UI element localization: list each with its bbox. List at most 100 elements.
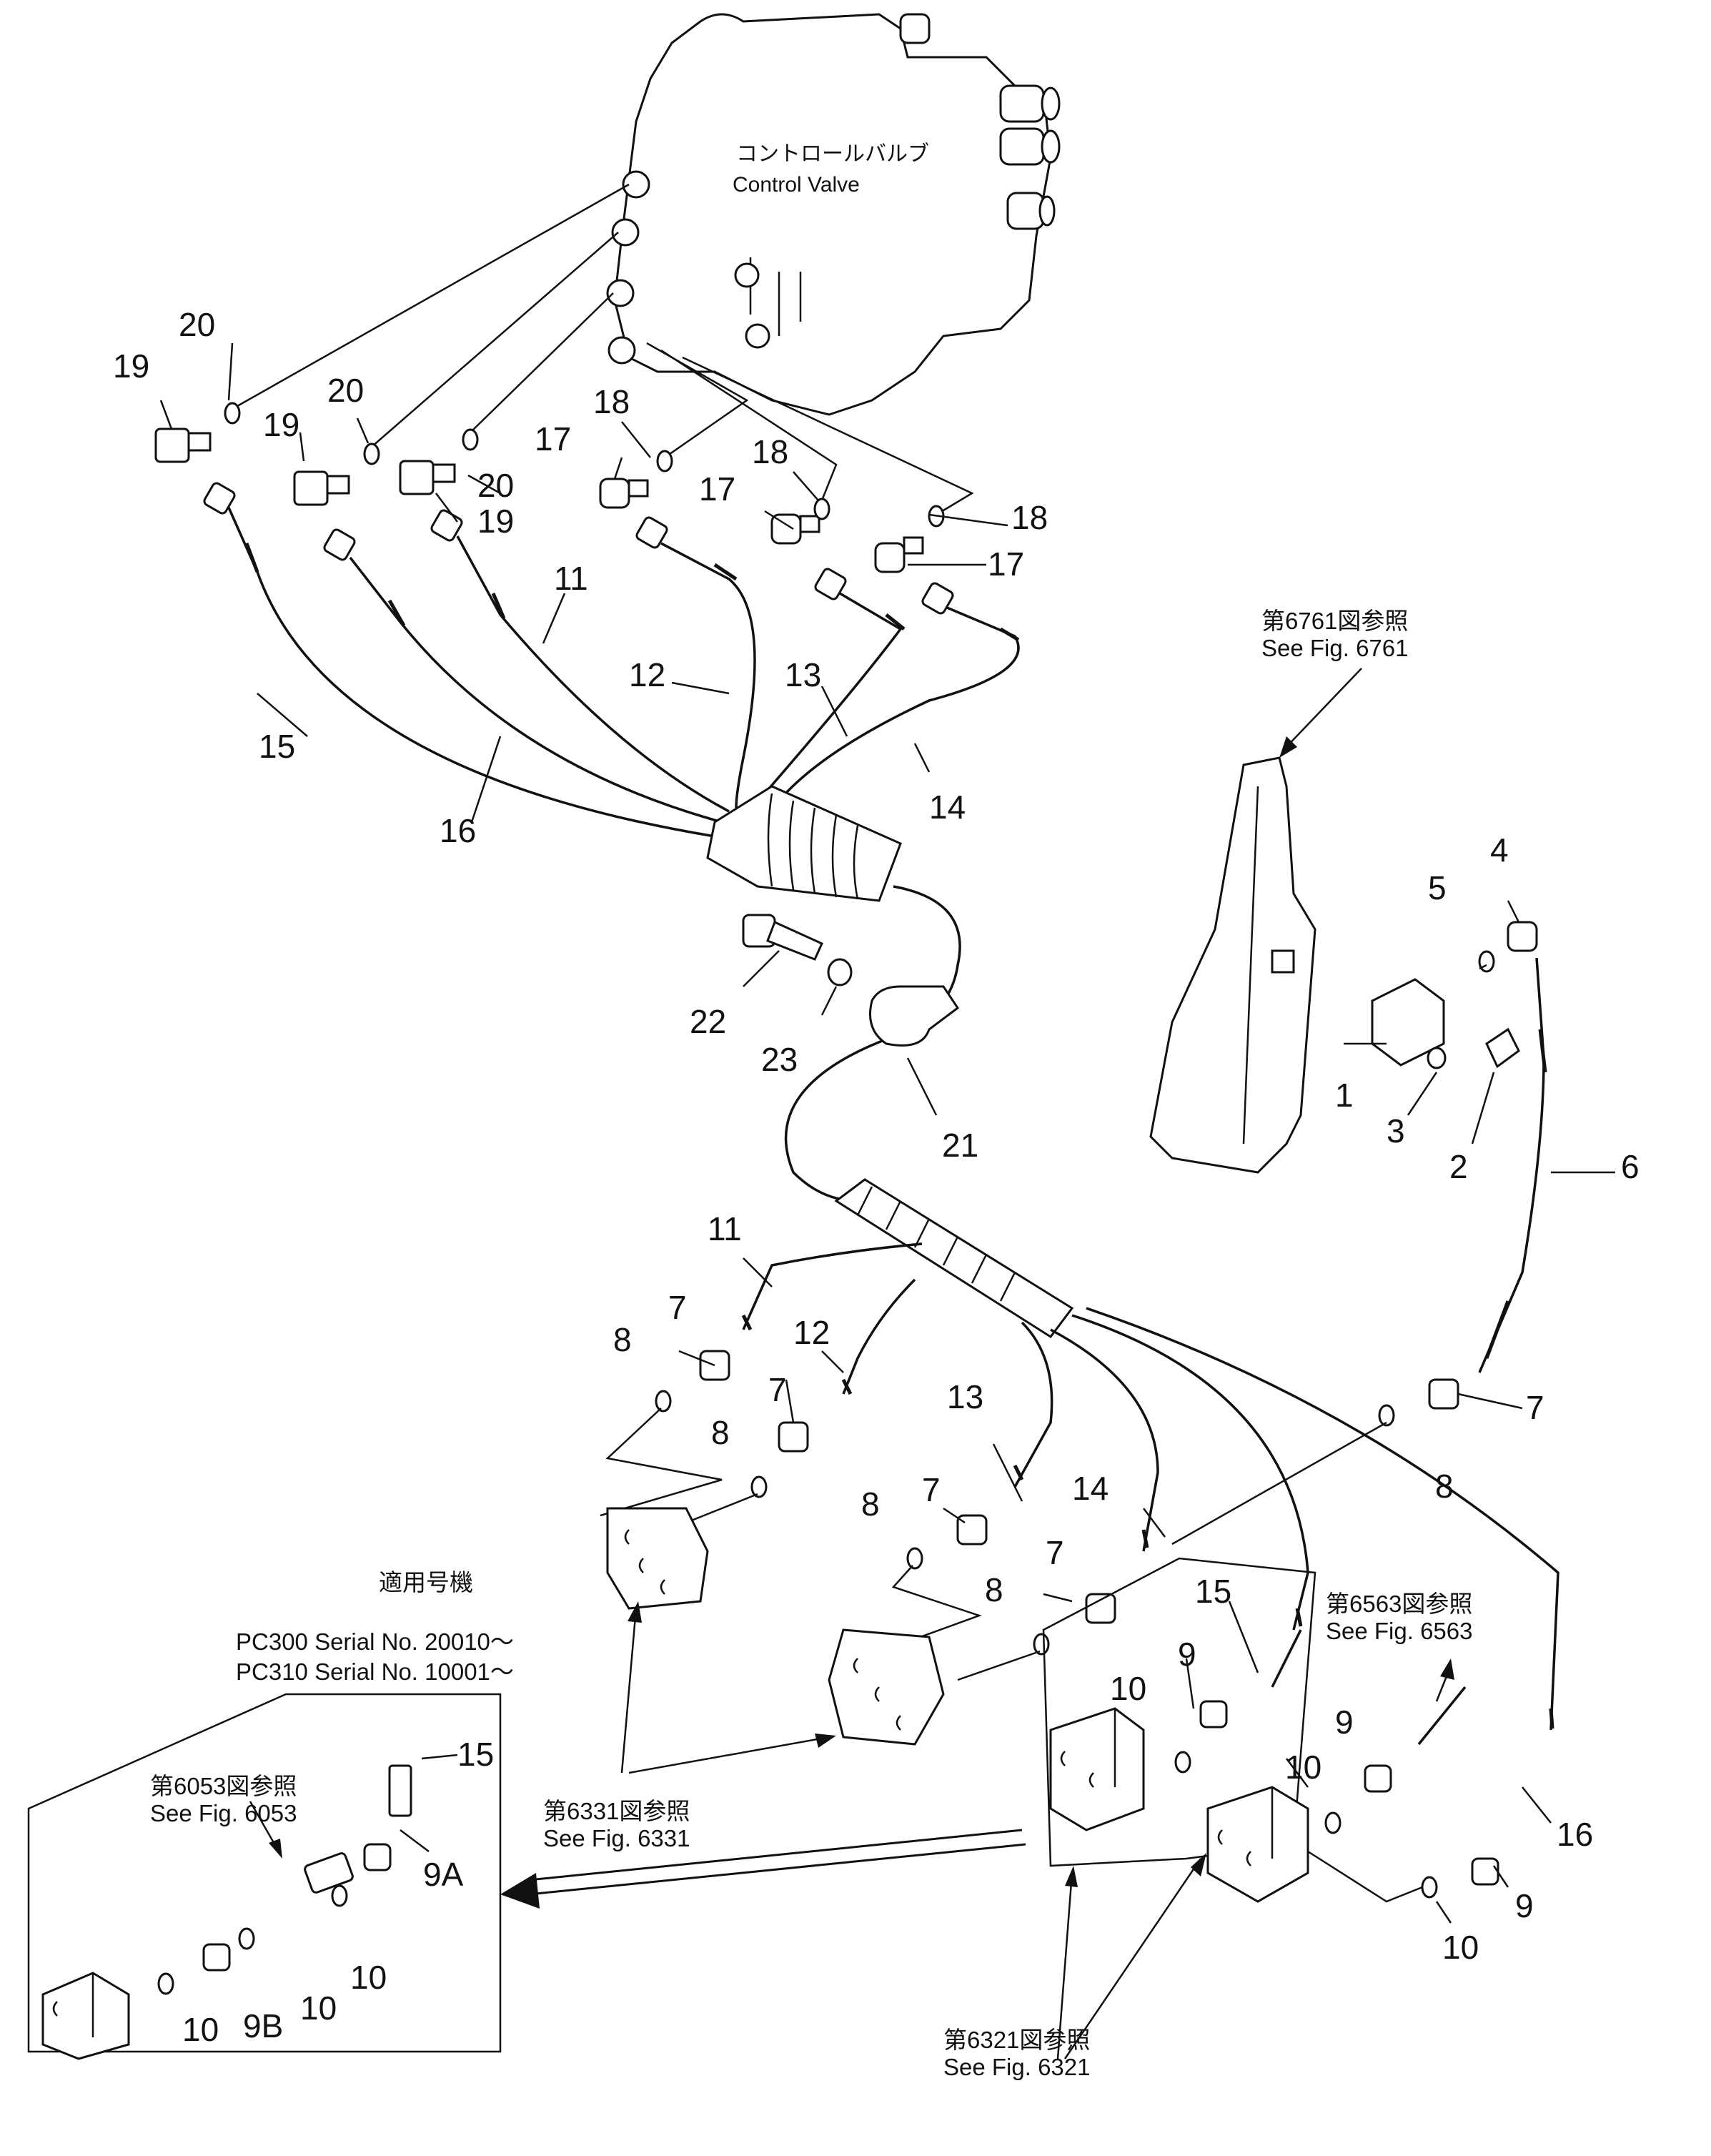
callout-15: 15 bbox=[1195, 1573, 1231, 1610]
elbow-17-a bbox=[599, 478, 630, 509]
callout-19: 19 bbox=[113, 347, 149, 385]
callout-16: 16 bbox=[440, 812, 476, 849]
callout-14: 14 bbox=[929, 788, 966, 826]
callout-1: 1 bbox=[1335, 1077, 1354, 1114]
ref-fig6563-jp: 第6563図参照 bbox=[1326, 1591, 1472, 1617]
callout-7: 7 bbox=[1046, 1534, 1064, 1571]
upper-hoses bbox=[227, 507, 1020, 838]
bracket-assembly bbox=[1149, 756, 1547, 1373]
elbow-7-e bbox=[1428, 1378, 1459, 1410]
reference-arrows bbox=[249, 668, 1454, 2059]
elbow-19-c bbox=[399, 460, 435, 495]
callout-9: 9 bbox=[1178, 1636, 1196, 1673]
callout-10: 10 bbox=[1285, 1749, 1321, 1786]
o-ring-8-d bbox=[1033, 1633, 1050, 1656]
o-ring-20-c bbox=[462, 428, 479, 451]
callout-6: 6 bbox=[1621, 1148, 1640, 1185]
callout-22: 22 bbox=[690, 1003, 726, 1040]
elbow-9-b bbox=[1364, 1764, 1392, 1793]
applicability-title: 適用号機 bbox=[379, 1569, 473, 1596]
callout-23: 23 bbox=[761, 1041, 798, 1078]
o-ring-10-e bbox=[238, 1927, 255, 1950]
callout-21: 21 bbox=[942, 1127, 978, 1164]
control-valve-label-jp: コントロールバルブ bbox=[736, 142, 929, 166]
ref-fig6761-en: See Fig. 6761 bbox=[1261, 635, 1408, 661]
callout-15: 15 bbox=[457, 1736, 494, 1773]
callout-12: 12 bbox=[629, 656, 665, 693]
ref-fig6331-jp: 第6331図参照 bbox=[543, 1798, 690, 1824]
hose-15-end bbox=[388, 1764, 412, 1817]
callout-19: 19 bbox=[263, 406, 299, 443]
callout-20: 20 bbox=[327, 372, 364, 409]
callout-13: 13 bbox=[947, 1378, 983, 1415]
o-ring-10-a bbox=[1174, 1751, 1191, 1774]
washer-23 bbox=[827, 958, 853, 986]
callout-10: 10 bbox=[1442, 1929, 1479, 1966]
callout-18: 18 bbox=[593, 383, 630, 420]
clamp-21 bbox=[869, 985, 960, 1047]
o-ring-10-f bbox=[331, 1884, 348, 1907]
o-ring-10-b bbox=[1324, 1811, 1341, 1834]
callout-8: 8 bbox=[1435, 1468, 1454, 1505]
clamp-assembly bbox=[742, 914, 960, 1047]
callout-3: 3 bbox=[1387, 1112, 1405, 1149]
ref-fig6053-jp: 第6053図参照 bbox=[150, 1773, 297, 1799]
applicability-pc310: PC310 Serial No. 10001～ bbox=[236, 1658, 514, 1685]
part-callouts: 20 20 20 19 19 19 18 18 18 17 17 17 11 1… bbox=[113, 306, 1640, 2048]
elbow-9-a bbox=[1199, 1700, 1228, 1729]
upper-elbow-fittings bbox=[154, 402, 945, 573]
o-ring-18-a bbox=[656, 450, 673, 473]
callout-8: 8 bbox=[613, 1321, 632, 1358]
callout-4: 4 bbox=[1490, 831, 1509, 869]
o-ring-8-c bbox=[906, 1547, 923, 1570]
callout-10: 10 bbox=[350, 1959, 387, 1996]
callout-13: 13 bbox=[785, 656, 821, 693]
elbow-7-b bbox=[778, 1421, 809, 1453]
ref-fig6761-jp: 第6761図参照 bbox=[1261, 608, 1408, 634]
control-valve-label-en: Control Valve bbox=[733, 173, 860, 197]
callout-2: 2 bbox=[1449, 1148, 1468, 1185]
elbow-19-a bbox=[154, 427, 190, 463]
callout-8: 8 bbox=[711, 1414, 730, 1451]
callout-8: 8 bbox=[985, 1571, 1003, 1608]
lower-bundle bbox=[741, 1178, 1559, 1731]
callout-7: 7 bbox=[668, 1289, 687, 1326]
ref-fig6321-en: See Fig. 6321 bbox=[943, 2054, 1090, 2080]
callout-7: 7 bbox=[1526, 1389, 1544, 1426]
elbow-19-b bbox=[293, 470, 329, 506]
callout-10: 10 bbox=[1110, 1670, 1146, 1707]
callout-20: 20 bbox=[179, 306, 215, 343]
o-ring-10-d bbox=[157, 1972, 174, 1995]
callout-18: 18 bbox=[1011, 499, 1048, 536]
ref-fig6331-en: See Fig. 6331 bbox=[543, 1825, 690, 1851]
ref-fig6053-en: See Fig. 6053 bbox=[150, 1800, 297, 1826]
pilot-valve-blocks bbox=[606, 1507, 945, 1746]
adapter-9B bbox=[202, 1943, 231, 1972]
callout-9: 9 bbox=[1335, 1703, 1354, 1741]
callout-16: 16 bbox=[1557, 1816, 1593, 1853]
callout-14: 14 bbox=[1072, 1470, 1109, 1507]
o-ring-8-a bbox=[655, 1390, 672, 1413]
callout-10: 10 bbox=[182, 2011, 219, 2048]
o-ring-20-a bbox=[224, 402, 241, 425]
o-ring-8-e bbox=[1378, 1404, 1395, 1427]
elbow-9A bbox=[363, 1843, 392, 1871]
o-ring-10-c bbox=[1421, 1876, 1438, 1899]
elbow-17-c bbox=[874, 542, 906, 573]
elbow-4 bbox=[1507, 921, 1538, 952]
callout-9: 9 bbox=[1515, 1887, 1534, 1924]
ref-fig6321-jp: 第6321図参照 bbox=[943, 2027, 1090, 2053]
elbow-9-c bbox=[1471, 1857, 1499, 1886]
callout-12: 12 bbox=[793, 1314, 830, 1351]
callout-9B: 9B bbox=[243, 2007, 283, 2044]
callout-17: 17 bbox=[988, 545, 1024, 583]
callout-18: 18 bbox=[752, 433, 788, 470]
o-ring-18-b bbox=[813, 498, 830, 520]
upper-hose-ends bbox=[203, 482, 954, 615]
callout-20: 20 bbox=[477, 467, 514, 504]
adapter-6053 bbox=[304, 1852, 354, 1894]
callout-5: 5 bbox=[1428, 869, 1447, 906]
callout-9A: 9A bbox=[423, 1856, 464, 1893]
valve-port-leaders bbox=[232, 183, 974, 516]
